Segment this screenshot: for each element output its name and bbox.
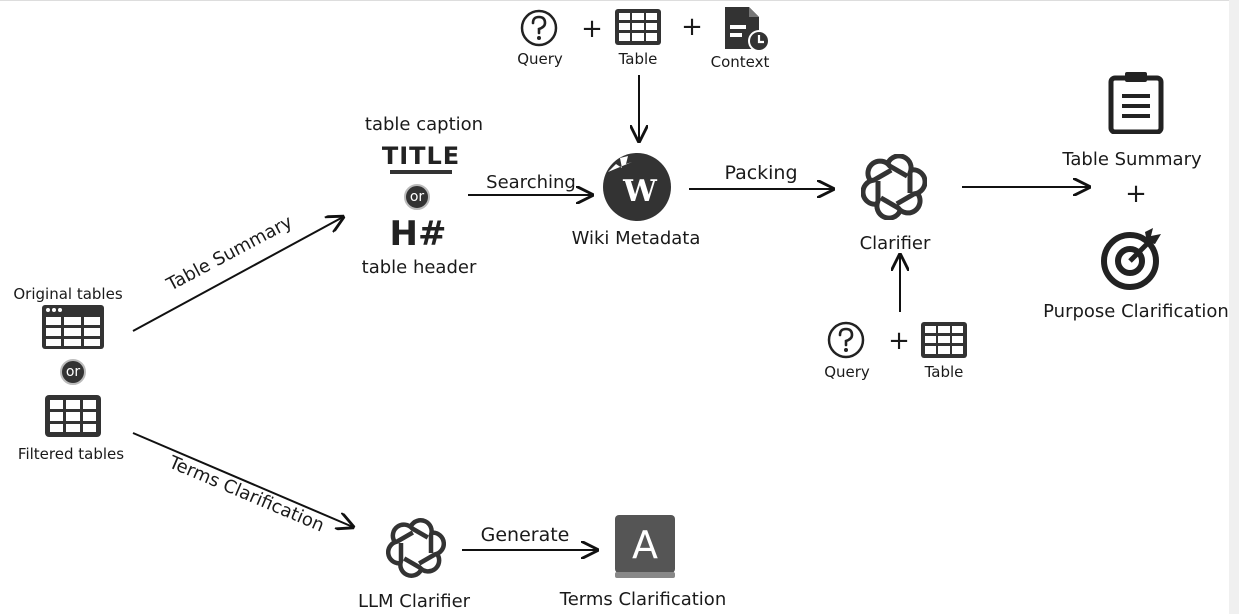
title-underline xyxy=(390,170,452,174)
clarifier-table-label: Table xyxy=(924,363,964,381)
top-query-label: Query xyxy=(517,50,563,68)
wiki-glyph: W xyxy=(622,174,658,209)
llm-clarifier-label: LLM Clarifier xyxy=(357,591,471,612)
edge-label-generate: Generate xyxy=(480,524,570,546)
arrow-terms-clarification xyxy=(132,432,353,527)
table-icon xyxy=(615,9,661,45)
or-badge-left: or xyxy=(60,359,86,385)
terms-clarification-output-label: Terms Clarification xyxy=(559,589,727,610)
table-header-label: table header xyxy=(361,257,477,278)
arrow-table-summary xyxy=(132,217,343,332)
clipboard-icon xyxy=(1108,72,1164,134)
edge-label-packing: Packing xyxy=(724,162,798,184)
or-badge-sources: or xyxy=(404,184,430,210)
wiki-globe-icon: W xyxy=(603,153,671,221)
original-table-icon xyxy=(42,305,104,349)
wiki-metadata-label: Wiki Metadata xyxy=(571,228,701,249)
original-tables-label: Original tables xyxy=(13,285,123,303)
question-icon xyxy=(827,321,865,359)
clarifier-query-label: Query xyxy=(824,363,870,381)
clarifier-plus: + xyxy=(888,326,910,356)
top-table-label: Table xyxy=(618,50,658,68)
openai-logo-icon xyxy=(861,154,927,220)
output-plus: + xyxy=(1125,179,1147,209)
filtered-table-icon xyxy=(45,395,101,437)
top-border xyxy=(0,0,1229,1)
top-context-label: Context xyxy=(710,53,770,71)
scrollbar[interactable] xyxy=(1229,0,1239,614)
output-table-summary-label: Table Summary xyxy=(1062,149,1202,170)
filtered-tables-label: Filtered tables xyxy=(17,445,125,463)
openai-logo-icon xyxy=(386,518,446,578)
header-hash-text: H# xyxy=(389,214,447,254)
title-text: TITLE xyxy=(381,142,461,170)
purpose-clarification-label: Purpose Clarification xyxy=(1043,301,1229,322)
table-caption-label: table caption xyxy=(364,114,484,135)
top-plus-1: + xyxy=(581,14,603,44)
letter-a-glyph: A xyxy=(632,523,658,567)
question-icon xyxy=(520,9,558,47)
clarifier-label: Clarifier xyxy=(859,233,931,254)
table-icon xyxy=(921,322,967,358)
letter-a-book-icon: A xyxy=(615,515,675,578)
context-doc-icon xyxy=(725,7,770,52)
edge-label-searching: Searching xyxy=(486,172,576,193)
target-icon xyxy=(1101,228,1161,290)
top-plus-2: + xyxy=(681,12,703,42)
